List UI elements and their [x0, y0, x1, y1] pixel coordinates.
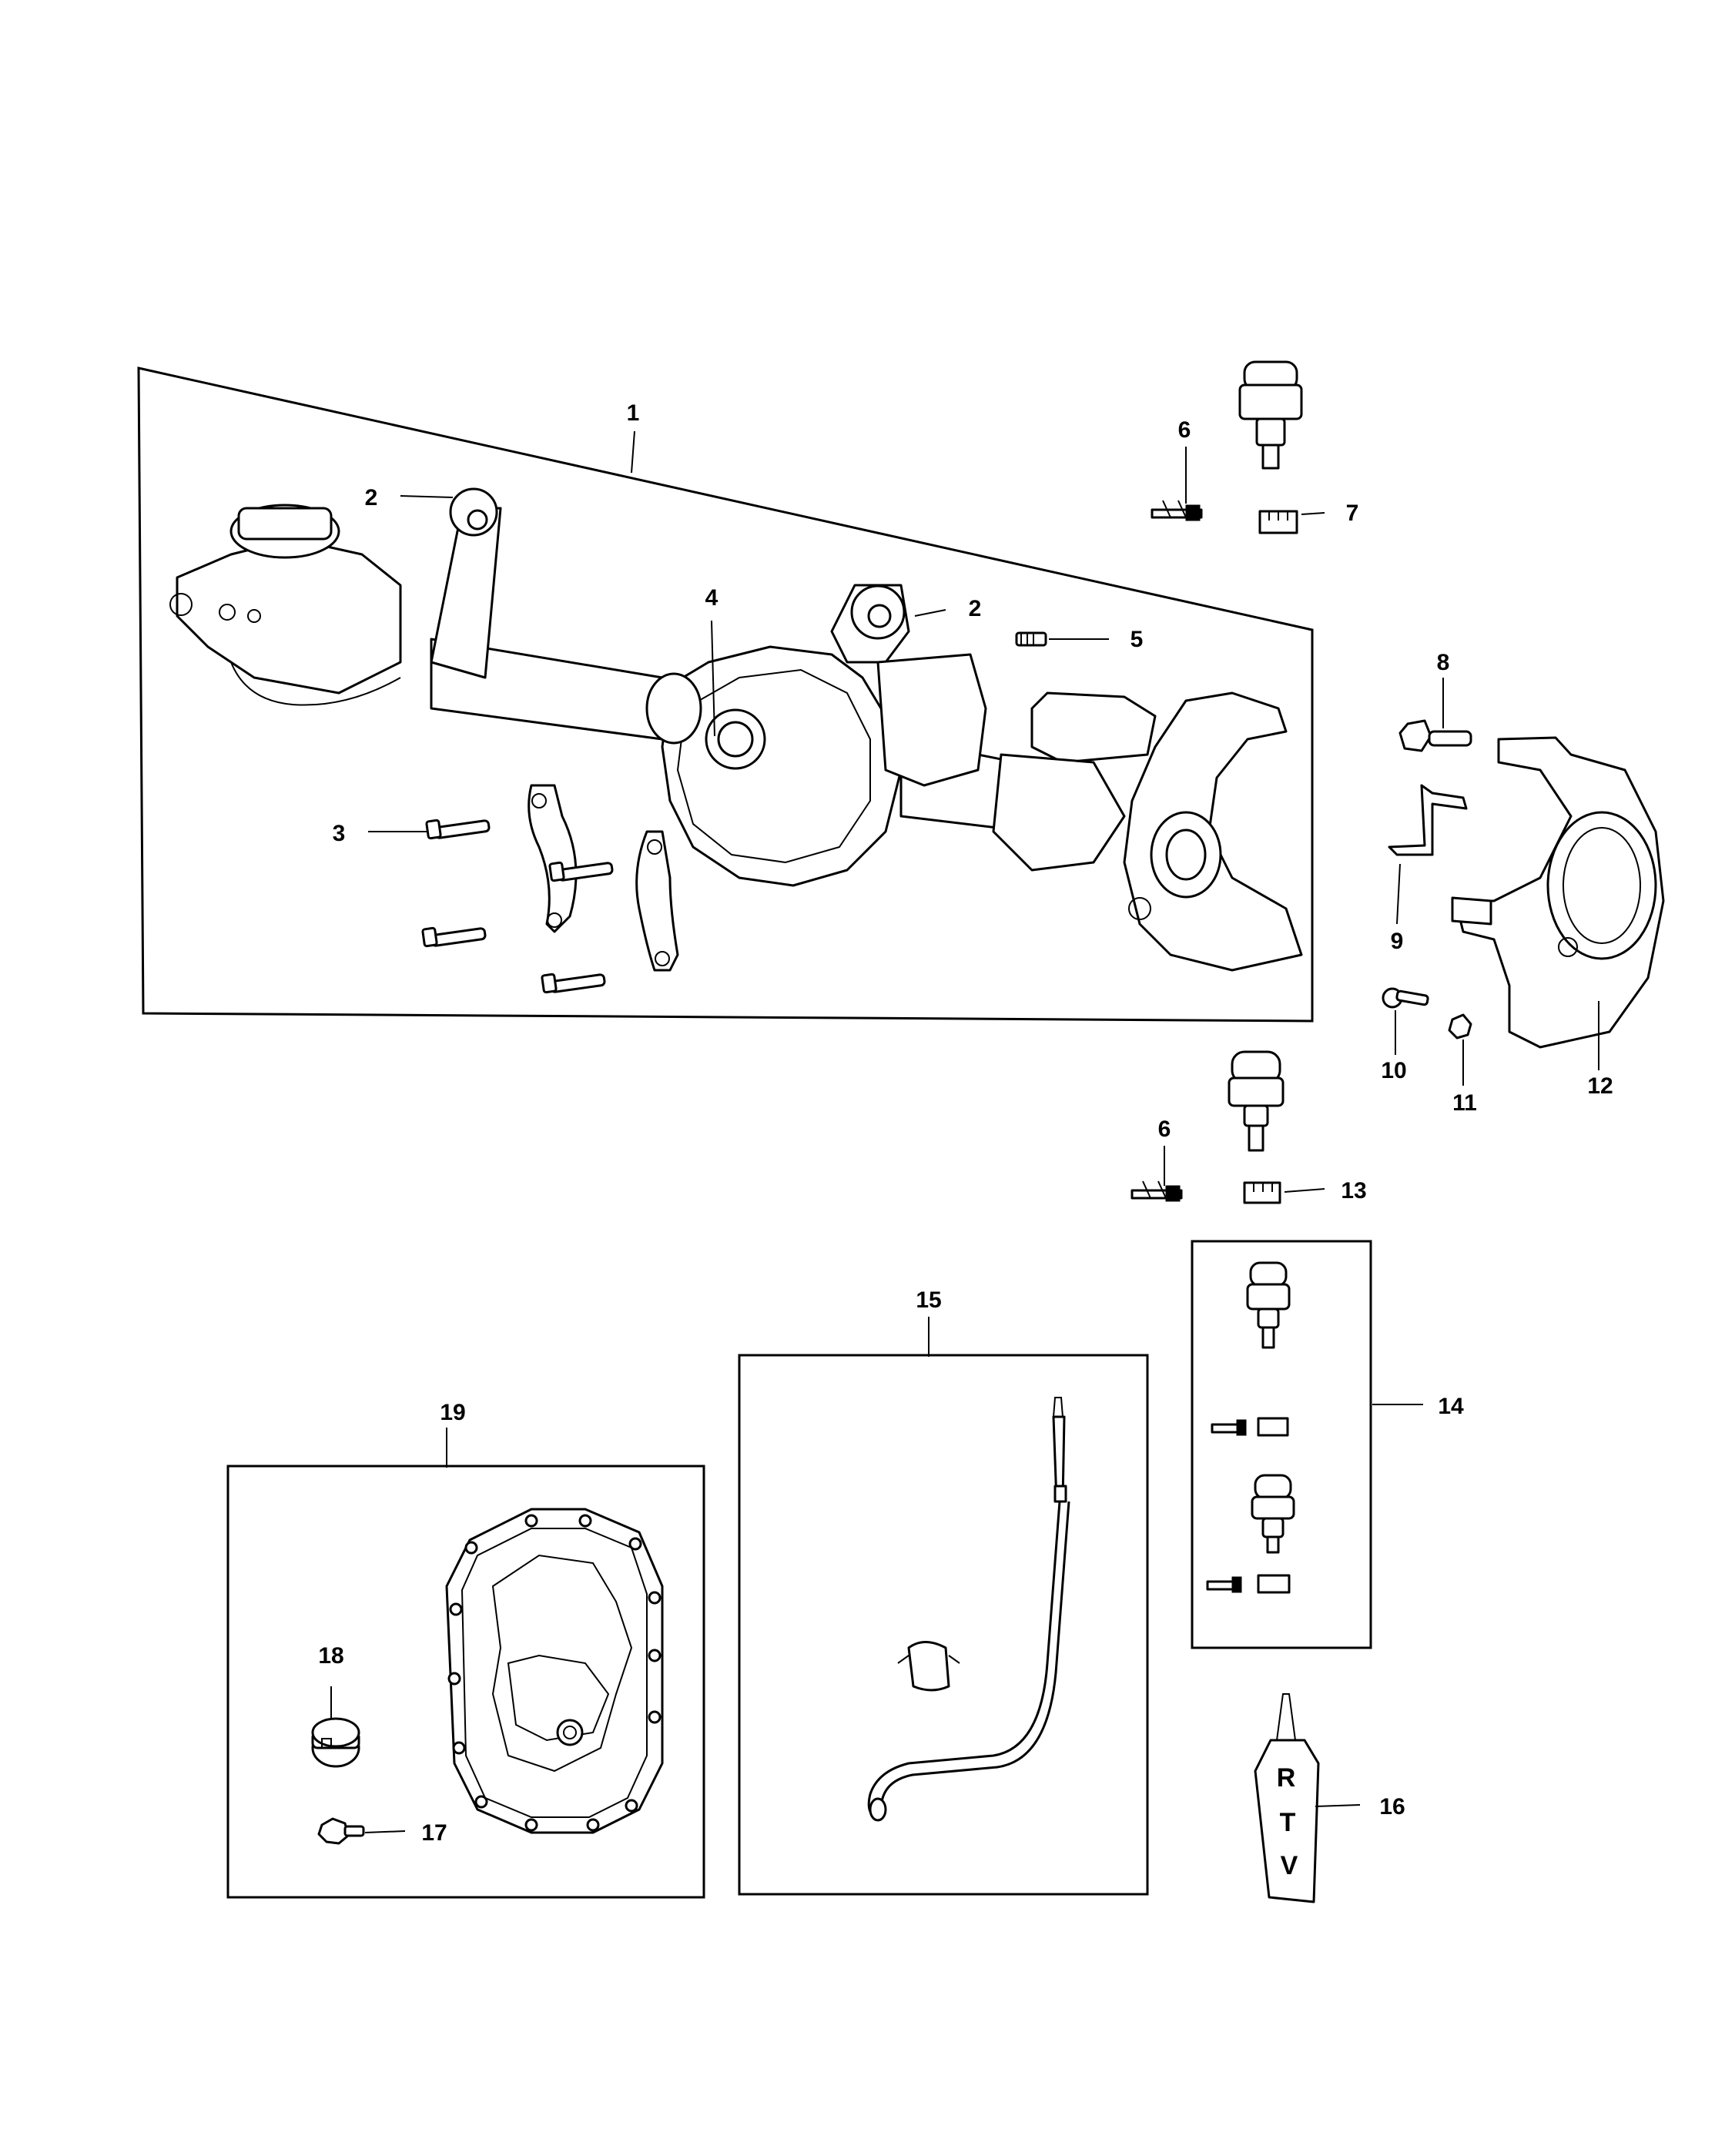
callout-2-left: 2	[365, 485, 378, 511]
callout-4: 4	[705, 585, 718, 611]
callout-15: 15	[916, 1287, 941, 1313]
callout-14: 14	[1438, 1394, 1464, 1419]
castle-nut-lower	[1243, 1181, 1281, 1204]
callout-3: 3	[333, 821, 346, 846]
rtv-letter-v: V	[1281, 1851, 1298, 1880]
bearing-cap-bolt-3	[421, 926, 487, 948]
small-bolt	[1382, 987, 1429, 1009]
ball-joint-kit-box	[1191, 1240, 1372, 1649]
diff-cover-box	[226, 1465, 705, 1899]
bearing-cap-bolt-4	[541, 973, 606, 994]
callout-6-lower: 6	[1158, 1116, 1171, 1142]
vent-tube-box	[738, 1354, 1149, 1896]
callout-16: 16	[1379, 1794, 1405, 1820]
callout-7: 7	[1346, 500, 1359, 526]
callout-9: 9	[1391, 929, 1404, 954]
small-nut	[1448, 1013, 1472, 1040]
cotter-pin-lower	[1130, 1180, 1183, 1202]
axle-assembly-frame	[137, 367, 1314, 1023]
axle-assembly	[169, 487, 1303, 972]
castle-nut-upper	[1258, 510, 1298, 534]
bearing-cap-left	[528, 784, 578, 933]
fill-plug	[311, 1717, 360, 1768]
rtv-tube	[1254, 1693, 1320, 1903]
knuckle-bolt	[1398, 719, 1472, 752]
cotter-pin-upper	[1151, 500, 1203, 521]
upper-ball-joint	[1238, 360, 1303, 470]
callouts: 1 2 2 3 4 5 6 7 8 9 10 11 12 6 13 14 15 …	[318, 400, 1613, 1846]
callout-5: 5	[1130, 627, 1144, 652]
rtv-letter-t: T	[1280, 1808, 1296, 1837]
bearing-cap-bolt-1	[425, 819, 491, 840]
abs-bracket	[1388, 784, 1468, 856]
callout-18: 18	[318, 1643, 343, 1669]
callout-19: 19	[440, 1400, 465, 1425]
rtv-letter-r: R	[1277, 1763, 1296, 1793]
lower-ball-joint	[1228, 1050, 1285, 1152]
callout-13: 13	[1341, 1178, 1366, 1204]
callout-17: 17	[421, 1820, 447, 1846]
callout-2-right: 2	[969, 596, 982, 621]
callout-10: 10	[1381, 1058, 1406, 1083]
rtv-label: R T V	[1277, 1763, 1298, 1880]
callout-12: 12	[1587, 1073, 1613, 1099]
cover-bolt	[317, 1817, 365, 1845]
steering-knuckle	[1451, 736, 1665, 1049]
leader-lines	[330, 430, 1599, 1833]
callout-6-upper: 6	[1178, 417, 1191, 443]
callout-1: 1	[627, 400, 640, 426]
vent-fitting	[1015, 631, 1047, 647]
bearing-cap-bolt-2	[548, 861, 614, 882]
bearing-cap-right	[635, 830, 679, 972]
callout-8: 8	[1437, 650, 1450, 675]
callout-11: 11	[1452, 1090, 1477, 1116]
